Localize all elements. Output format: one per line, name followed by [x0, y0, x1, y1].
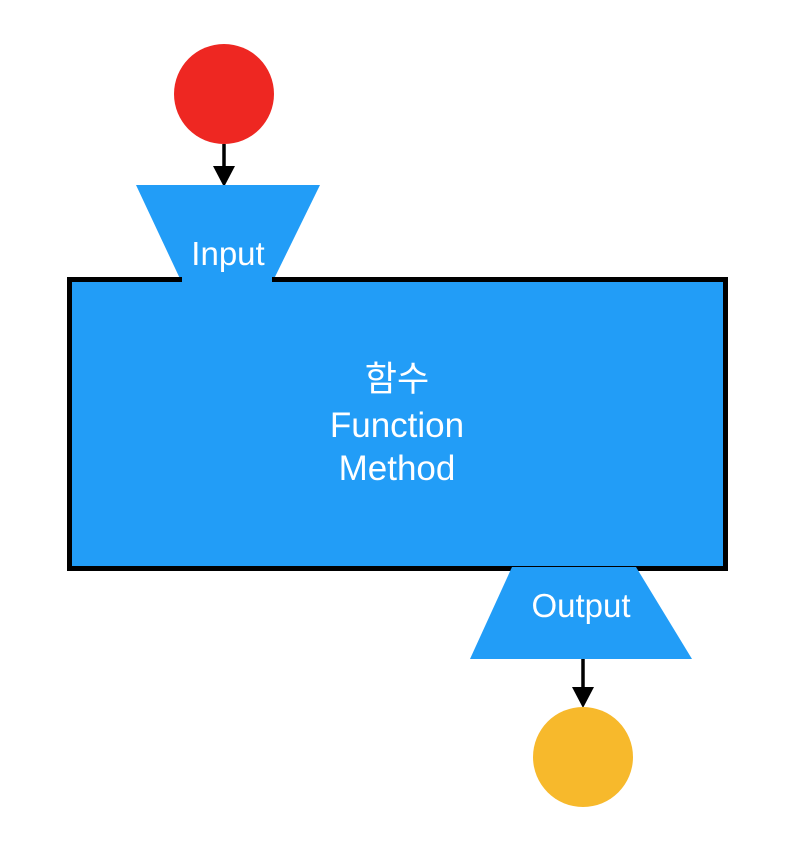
process-label-line-2: Function: [330, 406, 464, 445]
source-circle-node[interactable]: [174, 44, 274, 144]
input-label: Input: [191, 235, 264, 272]
arrow-head-icon: [213, 166, 235, 187]
process-box-shape[interactable]: [67, 277, 728, 571]
output-label: Output: [531, 587, 630, 624]
output-trapezoid-shape[interactable]: [470, 567, 692, 659]
arrow-output-to-result: [572, 659, 594, 708]
input-trapezoid-shape[interactable]: [136, 185, 320, 283]
arrow-source-to-input: [213, 144, 235, 187]
arrow-head-icon: [572, 687, 594, 708]
process-label-line-3: Method: [339, 449, 456, 488]
result-circle-node[interactable]: [533, 707, 633, 807]
input-trapezoid-overlap: [182, 277, 272, 283]
process-label-line-1: 함수: [365, 360, 429, 399]
